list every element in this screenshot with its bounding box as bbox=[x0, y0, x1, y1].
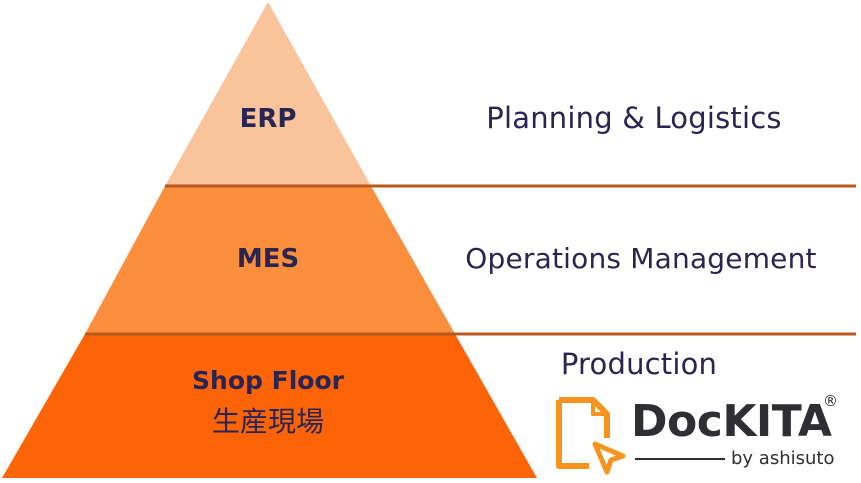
tier-label-shop-floor-jp: 生産現場 bbox=[211, 405, 325, 438]
logo-wordmark: DocKITA bbox=[631, 396, 832, 447]
logo-byline: by ashisuto bbox=[731, 448, 835, 469]
pyramid-tier-shop-floor bbox=[2, 334, 537, 478]
tier-label-shop-floor: Shop Floor bbox=[192, 366, 344, 395]
desc-production: Production bbox=[560, 347, 718, 381]
dockita-logo: DocKITA ® by ashisuto bbox=[553, 392, 853, 478]
registered-mark: ® bbox=[823, 392, 838, 410]
tier-label-erp: ERP bbox=[239, 104, 297, 134]
document-cursor-icon bbox=[556, 397, 626, 475]
logo-rule bbox=[635, 458, 725, 460]
pyramid-tier-mes bbox=[85, 186, 455, 334]
desc-operations-management: Operations Management bbox=[465, 242, 817, 275]
desc-planning-logistics: Planning & Logistics bbox=[486, 101, 782, 135]
pyramid-tier-erp bbox=[165, 2, 371, 186]
tier-label-mes: MES bbox=[236, 244, 300, 274]
